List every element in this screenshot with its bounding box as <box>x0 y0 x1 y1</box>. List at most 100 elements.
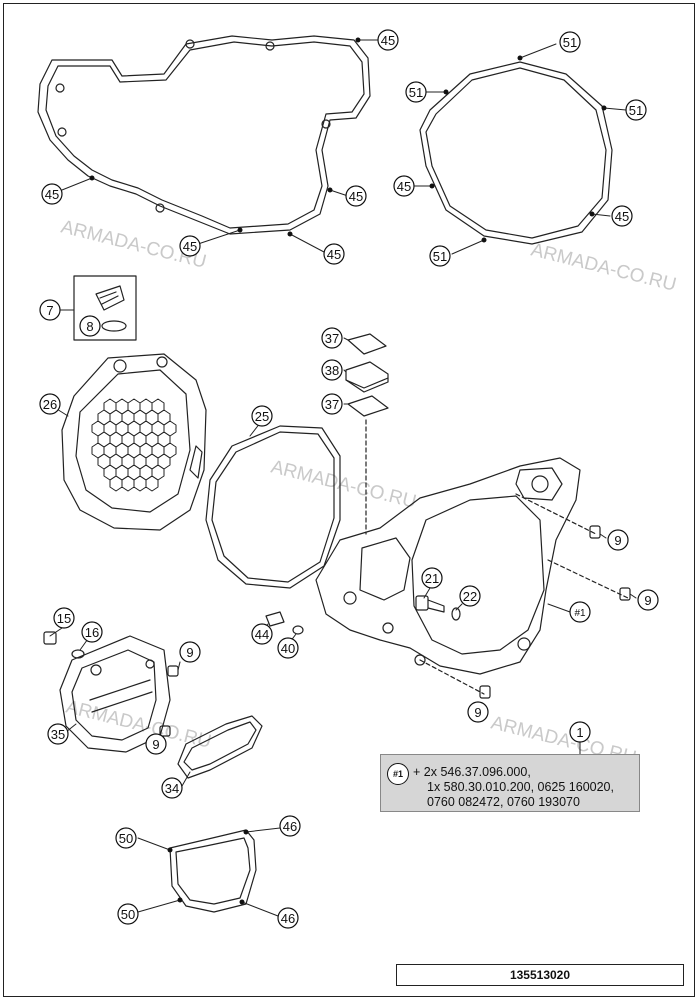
water-pump-gasket <box>177 715 263 779</box>
mounting-dots <box>89 37 607 905</box>
callout-21[interactable]: 21 <box>421 567 443 589</box>
callout-51-d[interactable]: 51 <box>429 245 451 267</box>
ignition-cover-mesh <box>91 398 177 492</box>
clutch-cover-gasket <box>419 61 613 245</box>
callout-label: 45 <box>327 247 341 262</box>
callout-label: 9 <box>186 645 193 660</box>
bolt-9-b <box>619 587 631 601</box>
callout-label: 9 <box>614 533 621 548</box>
callout-50-b[interactable]: 50 <box>117 903 139 925</box>
callout-50-a[interactable]: 50 <box>115 827 137 849</box>
callout-label: 22 <box>463 589 477 604</box>
note-line-2: 1x 580.30.010.200, 0625 160020, <box>427 780 614 794</box>
callout-label: 45 <box>183 239 197 254</box>
callout-44[interactable]: 44 <box>251 623 273 645</box>
callout-45-e[interactable]: 45 <box>323 243 345 265</box>
callout-label: 35 <box>51 727 65 742</box>
bolt-9-a <box>589 525 601 539</box>
callout-label: 26 <box>43 397 57 412</box>
callout-45-d[interactable]: 45 <box>179 235 201 257</box>
callout-label: 9 <box>152 737 159 752</box>
callout-46-b[interactable]: 46 <box>277 907 299 929</box>
callout-label: #1 <box>574 608 586 619</box>
callout-15[interactable]: 15 <box>53 607 75 629</box>
callout-label: 1 <box>576 725 583 740</box>
watermark-2: ARMADA-CO.RU <box>529 239 679 295</box>
clutch-cover <box>315 457 629 695</box>
callout-label: 15 <box>57 611 71 626</box>
callout-label: 51 <box>433 249 447 264</box>
callout-9-c[interactable]: 9 <box>179 641 201 663</box>
callout-label: 9 <box>474 705 481 720</box>
callout-label: 34 <box>165 781 179 796</box>
reference-note: #1 + 2x 546.37.096.000, 1x 580.30.010.20… <box>380 754 640 812</box>
watermark-3: ARMADA-CO.RU <box>269 456 419 512</box>
callout-9-a[interactable]: 9 <box>607 529 629 551</box>
callout-51-c[interactable]: 51 <box>625 99 647 121</box>
washer-40 <box>292 625 304 635</box>
callout-16[interactable]: 16 <box>81 621 103 643</box>
shim-stack <box>345 333 389 535</box>
callout-label: 37 <box>325 397 339 412</box>
callout-35[interactable]: 35 <box>47 723 69 745</box>
callout-label: 51 <box>563 35 577 50</box>
callout-26[interactable]: 26 <box>39 393 61 415</box>
small-gasket <box>169 829 257 913</box>
callout-34[interactable]: 34 <box>161 777 183 799</box>
callout-label: 45 <box>381 33 395 48</box>
callout-51-a[interactable]: 51 <box>559 31 581 53</box>
water-pump-cover <box>59 635 179 753</box>
crankcase-gasket-left <box>37 35 371 235</box>
callout-51-b[interactable]: 51 <box>405 81 427 103</box>
callout-9-b[interactable]: 9 <box>637 589 659 611</box>
screw-44 <box>265 611 285 627</box>
diagram-code: 135513020 <box>396 964 684 986</box>
callout-label: 25 <box>255 409 269 424</box>
callout-label: 16 <box>85 625 99 640</box>
callout-label: 51 <box>629 103 643 118</box>
callout-label: 8 <box>86 319 93 334</box>
callout-label: 45 <box>45 187 59 202</box>
callout-45-f[interactable]: 45 <box>393 175 415 197</box>
callout-37-a[interactable]: 37 <box>321 327 343 349</box>
ignition-cover <box>61 353 207 531</box>
callout-46-a[interactable]: 46 <box>279 815 301 837</box>
callout-label: 45 <box>397 179 411 194</box>
callout-label: 46 <box>283 819 297 834</box>
callout-45-g[interactable]: 45 <box>611 205 633 227</box>
callout-label: 46 <box>281 911 295 926</box>
callout-45-c[interactable]: 45 <box>345 185 367 207</box>
callout-1[interactable]: 1 <box>569 721 591 743</box>
callout-label: 21 <box>425 571 439 586</box>
callout-25[interactable]: 25 <box>251 405 273 427</box>
callout-40[interactable]: 40 <box>277 637 299 659</box>
callout-45-a[interactable]: 45 <box>377 29 399 51</box>
callout-label: 50 <box>121 907 135 922</box>
plug-15 <box>43 631 57 645</box>
callout-9-e[interactable]: 9 <box>145 733 167 755</box>
o-ring-16 <box>71 649 85 659</box>
callout-9-d[interactable]: 9 <box>467 701 489 723</box>
callout-label: 45 <box>349 189 363 204</box>
callout-37-b[interactable]: 37 <box>321 393 343 415</box>
callouts: 45 45 45 45 45 51 51 51 45 45 51 7 8 26 … <box>39 29 659 929</box>
watermark-4: ARMADA-CO.RU <box>64 696 214 752</box>
page-frame <box>3 3 695 997</box>
callout-45-b[interactable]: 45 <box>41 183 63 205</box>
oil-screen-kit <box>73 275 137 341</box>
screw-plug-21 <box>415 595 461 621</box>
callout-7[interactable]: 7 <box>39 299 61 321</box>
callout-label: 40 <box>281 641 295 656</box>
bolt-9-d <box>479 685 491 699</box>
callout-label: 44 <box>255 627 269 642</box>
callout-8[interactable]: 8 <box>79 315 101 337</box>
callout-label: 50 <box>119 831 133 846</box>
callout-38[interactable]: 38 <box>321 359 343 381</box>
callout-label: 37 <box>325 331 339 346</box>
ignition-cover-gasket <box>205 425 341 589</box>
callout-label: 7 <box>46 303 53 318</box>
note-line-1: + 2x 546.37.096.000, <box>413 765 531 779</box>
callout-22[interactable]: 22 <box>459 585 481 607</box>
callout-ref-1[interactable]: #1 <box>569 601 591 623</box>
